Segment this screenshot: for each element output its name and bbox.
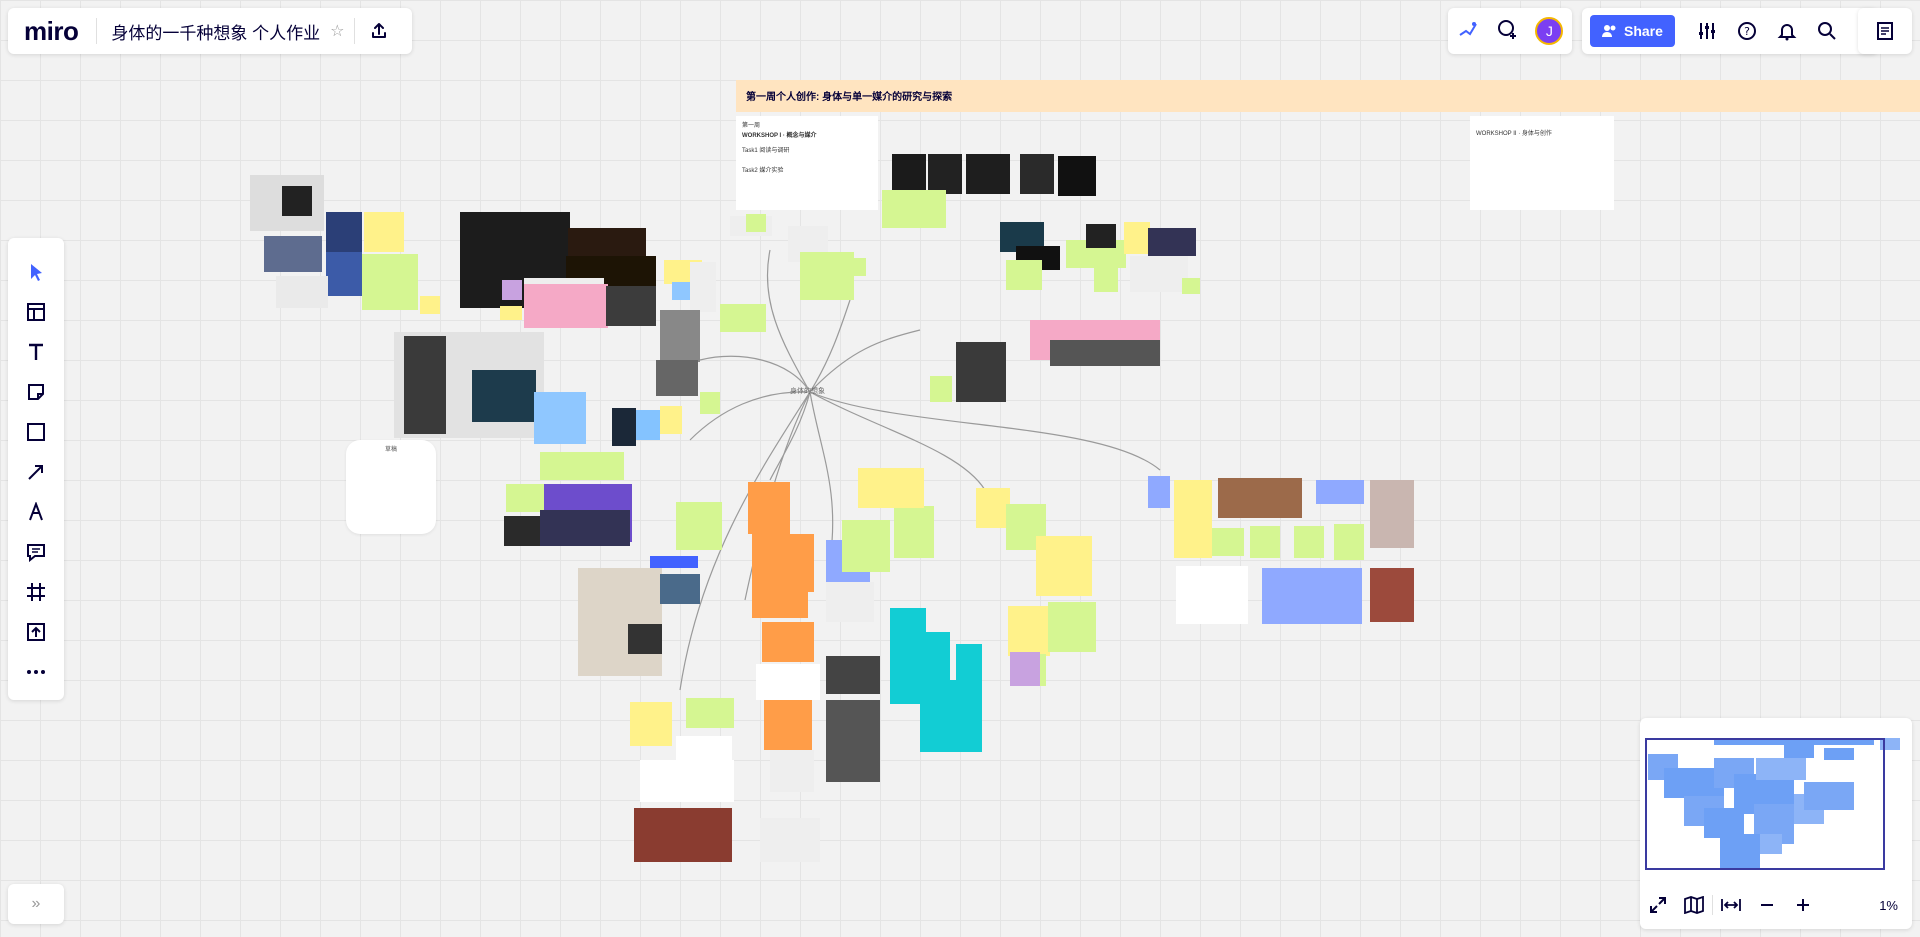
blank-card[interactable]: 草稿 — [346, 440, 436, 534]
doc-line: Task1 阅读与调研 — [742, 148, 790, 155]
cluster-top-left — [250, 175, 440, 314]
templates-tool-icon[interactable] — [16, 292, 56, 332]
cluster-gray-frame — [394, 332, 544, 438]
cluster-middle-green — [842, 468, 1096, 686]
search-icon[interactable] — [1807, 21, 1847, 41]
users-icon — [1602, 25, 1616, 37]
doc-title: WORKSHOP I · 概念与媒介 — [742, 132, 817, 139]
top-right-toolbar: Share ? — [1582, 8, 1878, 54]
reactions-icon[interactable] — [1457, 18, 1479, 45]
miro-logo[interactable]: miro — [24, 15, 79, 46]
cluster-right-upper — [930, 222, 1200, 402]
star-icon[interactable]: ☆ — [330, 23, 345, 40]
minimap-panel: 1% — [1640, 718, 1912, 929]
upload-tool-icon[interactable] — [16, 612, 56, 652]
divider — [1712, 895, 1713, 915]
notes-panel-button[interactable] — [1858, 8, 1912, 54]
divider — [354, 18, 356, 44]
cluster-center-misc — [656, 214, 866, 396]
cluster-orange-column — [748, 482, 820, 792]
connector-line — [769, 391, 811, 481]
cluster-lower-yellow — [630, 698, 820, 862]
left-toolbar — [8, 238, 64, 700]
board-title[interactable]: 身体的一千种想象 个人作业 — [111, 23, 321, 43]
avatar[interactable]: J — [1535, 17, 1564, 45]
expand-panel-button[interactable]: » — [8, 884, 64, 924]
connector-line — [809, 329, 921, 393]
frame-tool-icon[interactable] — [16, 572, 56, 612]
workshop-doc-card[interactable]: 第一周 WORKSHOP I · 概念与媒介 Task1 阅读与调研 Task2… — [736, 116, 878, 210]
connector-line — [809, 391, 986, 491]
map-icon[interactable] — [1676, 896, 1712, 914]
export-icon[interactable] — [355, 21, 403, 41]
cluster-gray-column — [826, 540, 880, 782]
connector-line — [744, 391, 811, 601]
zoom-out-icon[interactable] — [1749, 897, 1785, 913]
mindmap-center-node[interactable]: 身体的想象 — [790, 388, 825, 395]
cluster-bottom-left — [578, 568, 700, 676]
add-collaborator-icon[interactable] — [1496, 18, 1518, 45]
comment-tool-icon[interactable] — [16, 532, 56, 572]
minimap-shapes — [1648, 738, 1900, 868]
map-controls: 1% — [1640, 881, 1912, 929]
pen-tool-icon[interactable] — [16, 492, 56, 532]
blank-card-label: 草稿 — [384, 447, 397, 453]
connection-line-tool-icon[interactable] — [16, 452, 56, 492]
connector-line — [766, 249, 811, 393]
connector-line — [809, 299, 851, 393]
select-tool-icon[interactable] — [16, 252, 56, 292]
cluster-dark-photos — [460, 212, 656, 328]
image-row-dark — [882, 154, 1096, 228]
cluster-far-right — [1148, 476, 1414, 624]
divider — [96, 18, 98, 44]
zoom-in-icon[interactable] — [1785, 897, 1821, 913]
text-tool-icon[interactable] — [16, 332, 56, 372]
minimap-canvas[interactable] — [1644, 724, 1908, 874]
workshop-doc-card-2[interactable]: WORKSHOP II · 身体与创作 — [1470, 116, 1614, 210]
section-title: 第一周个人创作: 身体与单一媒介的研究与探索 — [746, 92, 953, 103]
help-icon[interactable]: ? — [1727, 21, 1767, 41]
connector-line — [809, 391, 834, 561]
board-header: miro 身体的一千种想象 个人作业 ☆ — [8, 8, 412, 54]
more-tools-icon[interactable] — [16, 652, 56, 692]
notes-icon — [1877, 22, 1893, 40]
notifications-icon[interactable] — [1767, 21, 1807, 41]
connector-line — [809, 391, 1161, 471]
settings-sliders-icon[interactable] — [1687, 21, 1727, 41]
connector-line — [699, 355, 811, 393]
doc-tag: 第一周 — [742, 123, 761, 129]
cluster-center-left — [504, 392, 722, 568]
sticky-note-tool-icon[interactable] — [16, 372, 56, 412]
minimap-viewport[interactable] — [1645, 738, 1885, 870]
zoom-level[interactable]: 1% — [1879, 897, 1898, 913]
doc-line: Task2 媒介实验 — [742, 167, 784, 174]
collaboration-panel: J — [1448, 8, 1572, 54]
fit-to-screen-icon[interactable] — [1713, 897, 1749, 913]
shape-tool-icon[interactable] — [16, 412, 56, 452]
connector-line — [689, 391, 811, 441]
doc-title: WORKSHOP II · 身体与创作 — [1476, 131, 1552, 137]
cluster-cyan — [890, 608, 982, 752]
svg-text:?: ? — [1744, 25, 1750, 38]
double-chevron-right-icon: » — [31, 895, 41, 912]
fullscreen-icon[interactable] — [1640, 896, 1676, 914]
share-label: Share — [1624, 23, 1663, 39]
share-button[interactable]: Share — [1590, 15, 1675, 47]
section-banner[interactable]: 第一周个人创作: 身体与单一媒介的研究与探索 — [736, 80, 1920, 112]
connector-line — [679, 391, 811, 691]
